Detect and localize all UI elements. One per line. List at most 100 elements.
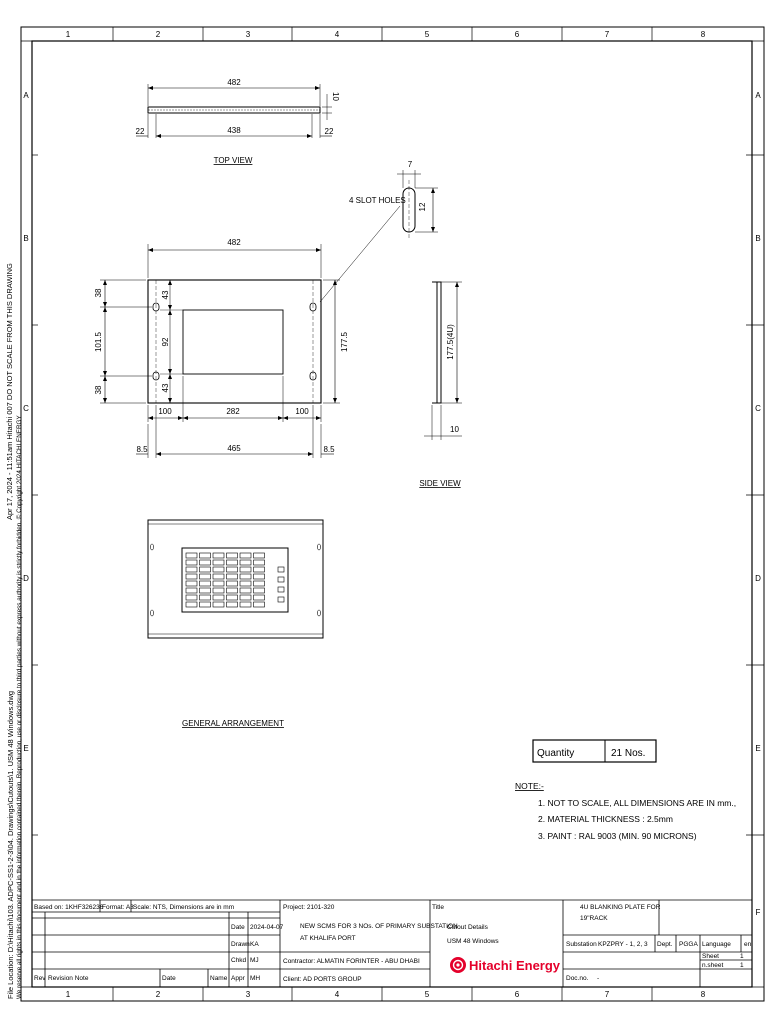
zone-row-label: A	[755, 91, 761, 100]
ga-device-button	[277, 576, 285, 583]
top-view	[136, 84, 332, 138]
tb-sheet-value: 1	[740, 953, 744, 960]
ga-window-cell	[185, 559, 198, 566]
ga-window-cell	[226, 573, 238, 580]
top-view-label: TOP VIEW	[214, 156, 253, 165]
dim-top-inner: 438	[227, 126, 241, 135]
ga-window-cell	[185, 594, 198, 601]
ga-window-cell	[253, 587, 265, 594]
zone-row-label: D	[755, 574, 761, 583]
ga-window-cell	[199, 594, 211, 601]
ga-window-cell	[212, 559, 225, 566]
zone-row-label: E	[23, 744, 28, 753]
ga-window-cell	[226, 580, 238, 587]
zone-col-label: 2	[156, 990, 161, 999]
tb-project-desc-1: NEW SCMS FOR 3 NOs. OF PRIMARY SUBSTATIO…	[300, 923, 458, 930]
dim-front-width: 482	[227, 238, 241, 247]
dim-side-depth: 10	[450, 425, 459, 434]
front-view-plate	[147, 279, 322, 404]
dim-front-hole-bot: 43	[161, 383, 170, 392]
ga-window-cell	[253, 580, 265, 587]
ga-window-cell	[185, 580, 198, 587]
front-view	[100, 244, 340, 458]
ga-label: GENERAL ARRANGEMENT	[182, 719, 284, 728]
quantity-label: Quantity	[537, 748, 574, 759]
slot-hole	[152, 302, 160, 312]
zone-col-label: 6	[515, 990, 520, 999]
zone-row-label: C	[23, 404, 29, 413]
ga-slot	[150, 543, 154, 551]
ga-window-cell	[226, 587, 238, 594]
zone-col-label: 4	[335, 30, 340, 39]
ga-window-cell	[226, 552, 238, 559]
tb-docno-label: Doc.no.	[566, 975, 589, 982]
zone-col-label: 2	[156, 30, 161, 39]
logo-text: Hitachi Energy	[469, 958, 561, 973]
ga-window-cell	[253, 573, 265, 580]
ga-window-cell	[185, 587, 198, 594]
tb-rev-name-label: Name	[210, 975, 228, 982]
front-view-window	[182, 309, 284, 375]
zone-row-label: B	[23, 234, 28, 243]
ga-window-cell	[239, 552, 252, 559]
ga-window-cell	[199, 559, 211, 566]
zone-col-label: 7	[605, 990, 610, 999]
ga-slot	[150, 609, 154, 617]
tb-language-value: en	[744, 941, 752, 948]
tb-nsheet-value: 1	[740, 962, 744, 969]
zone-row-label: E	[755, 744, 760, 753]
zone-col-label: 5	[425, 30, 430, 39]
tb-client: Client: AD PORTS GROUP	[283, 976, 362, 983]
ga-window-cell	[226, 566, 238, 573]
ga-window-cell	[199, 566, 211, 573]
ga-window-cell	[226, 601, 238, 608]
ga-window-cell	[185, 573, 198, 580]
ga-slot	[317, 543, 321, 551]
side-info: Apr 17, 2024 - 11:51am Hitachi 007 DO NO…	[5, 263, 23, 999]
slot-holes-label: 4 SLOT HOLES	[349, 196, 406, 205]
zone-labels: 1 2 3 4 5 6 7 8 1 2 3 4 5 6 7 8 A B C D …	[23, 30, 761, 999]
ga-window-cell	[226, 594, 238, 601]
ga-device-button	[277, 566, 285, 573]
tb-title-2: USM 48 Windows	[447, 938, 499, 945]
dim-front-window-w: 282	[226, 407, 240, 416]
side-view-label: SIDE VIEW	[419, 479, 461, 488]
notes-title: NOTE:-	[515, 781, 544, 791]
ga-window-grid	[185, 552, 265, 608]
dim-front-right: 100	[295, 407, 309, 416]
tb-docno-value: -	[597, 975, 599, 982]
tb-date-value: 2024-04-07	[250, 924, 284, 931]
slot-hole	[152, 371, 160, 381]
dim-front-hole-top: 43	[161, 290, 170, 299]
ga-window-cell	[212, 580, 225, 587]
tb-based-on: Based on: 1KHF326236	[34, 904, 104, 911]
tb-substation-label: Substation	[566, 941, 597, 948]
tb-appr-value: MH	[250, 975, 260, 982]
tb-rev-note-label: Revision Note	[48, 975, 89, 982]
ga-window-cell	[199, 587, 211, 594]
ga-window-cell	[253, 566, 265, 573]
ga-window-cell	[185, 566, 198, 573]
dim-front-left: 100	[158, 407, 172, 416]
dim-front-height: 177.5	[340, 331, 349, 352]
zone-col-label: 6	[515, 30, 520, 39]
tb-language-label: Language	[702, 941, 731, 948]
zone-col-label: 1	[66, 30, 71, 39]
zone-col-label: 5	[425, 990, 430, 999]
zone-col-label: 7	[605, 30, 610, 39]
tb-desc-1: 4U BLANKING PLATE FOR	[580, 904, 661, 911]
quantity-value: 21 Nos.	[611, 748, 645, 759]
zone-row-label: F	[756, 908, 761, 917]
quantity-box: Quantity 21 Nos.	[532, 739, 657, 763]
note-item: 1. NOT TO SCALE, ALL DIMENSIONS ARE IN m…	[538, 798, 736, 808]
side-view-plate	[436, 281, 442, 404]
dim-front-top: 38	[94, 288, 103, 297]
ga-window-cell	[185, 552, 198, 559]
tb-scale: Scale: NTS, Dimensions are in mm	[133, 904, 234, 911]
zone-row-label: A	[23, 91, 29, 100]
zone-row-label: D	[23, 574, 29, 583]
tb-chkd-value: MJ	[250, 957, 259, 964]
zone-col-label: 3	[246, 990, 251, 999]
ga-window-cell	[239, 573, 252, 580]
